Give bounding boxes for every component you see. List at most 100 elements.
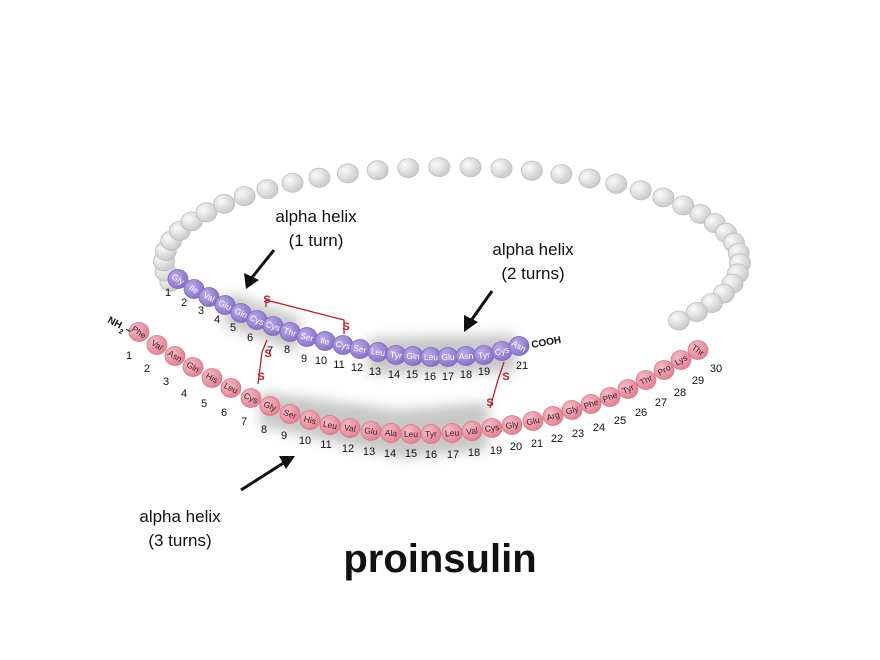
b-chain-residue-label: Leu (445, 427, 460, 438)
a-chain-residue-label: Ile (320, 335, 331, 347)
disulfide-a20-b19 (489, 361, 505, 409)
b-chain-residue-label: Val (466, 425, 479, 436)
b-chain-residue: Phe (599, 387, 621, 407)
callout-helix-1: alpha helix (1 turn) (244, 207, 357, 289)
b-chain-residue-label: Leu (404, 429, 419, 439)
b-chain-residue: Glu (522, 411, 544, 431)
b-chain-residue: Leu (400, 424, 422, 444)
a-chain-residue: Gln (230, 303, 252, 323)
b-position-number: 21 (531, 438, 543, 450)
arrowhead-helix-1 (244, 273, 259, 289)
callout-helix-2: alpha helix (2 turns) (464, 240, 574, 332)
a-position-number: 5 (230, 322, 236, 334)
a-chain-residue-label: Ser (353, 343, 368, 355)
a-position-number: 3 (198, 305, 204, 317)
b-chain-residue: Tyr (617, 379, 639, 399)
c-peptide-bead (397, 158, 420, 179)
a-position-number: 9 (301, 353, 307, 365)
c-peptide-loop (153, 157, 751, 331)
a-chain-residue-label: Leu (370, 346, 386, 358)
sulfur-label: S (502, 371, 509, 383)
b-chain-residue-label: Gly (262, 399, 278, 413)
b-position-number: 10 (299, 435, 311, 447)
a-chain-residue-label: Tyr (390, 349, 403, 360)
b-chain-residue-label: Gly (505, 419, 520, 431)
b-position-number: 16 (425, 449, 437, 461)
a-chain-residue: Asn (455, 346, 477, 366)
b-chain-residue: Leu (319, 415, 341, 435)
c-peptide-bead (490, 158, 513, 179)
svg-text:2: 2 (117, 328, 124, 336)
c-peptide-bead (195, 202, 218, 223)
svg-text:alpha helix: alpha helix (492, 240, 574, 259)
b-chain-residue-label: Glu (364, 425, 379, 437)
b-position-number: 23 (572, 428, 584, 440)
c-peptide-bead (281, 172, 304, 193)
a-position-number: 13 (369, 366, 381, 378)
b-chain-residue: Ala (380, 423, 402, 443)
a-chain-residue: Leu (367, 342, 389, 362)
b-position-number: 29 (692, 375, 704, 387)
c-peptide-bead (366, 160, 389, 181)
b-position-number: 3 (163, 376, 169, 388)
a-chain-residue: Cys (332, 335, 354, 355)
b-chain-residue: His (201, 368, 223, 388)
b-position-number: 4 (181, 388, 187, 400)
c-peptide-bead (233, 186, 256, 207)
a-position-number: 19 (478, 366, 490, 378)
b-chain-residue: Phe (128, 322, 150, 342)
a-chain-residue-label: Cys (264, 319, 281, 333)
b-chain-residue: Cys (240, 388, 262, 408)
sulfur-label: S (263, 294, 270, 306)
c-peptide-bead (459, 157, 482, 178)
diagram-title: proinsulin (343, 537, 536, 581)
a-chain-residue: Gly (167, 269, 189, 289)
b-chain-residue: Gln (182, 357, 204, 377)
b-position-number: 7 (241, 416, 247, 428)
b-position-number: 11 (320, 439, 331, 451)
svg-text:(2 turns): (2 turns) (501, 264, 564, 283)
a-chain-residue: Ser (296, 327, 318, 347)
b-chain-residue-label: His (303, 414, 317, 427)
b-chain-residue-label: Leu (322, 419, 338, 432)
disulfide-a6-a11 (265, 299, 345, 334)
b-chain-residue: Val (461, 421, 483, 441)
b-position-number: 6 (221, 407, 227, 419)
b-chain-residue-label: Tyr (621, 382, 636, 396)
svg-text:(3 turns): (3 turns) (148, 531, 211, 550)
b-position-number: 14 (384, 448, 396, 460)
b-position-number: 20 (510, 441, 522, 453)
svg-text:–: – (123, 324, 133, 337)
b-chain-residue: Tyr (420, 424, 442, 444)
a-chain-residue-label: Thr (282, 325, 297, 338)
b-position-number: 26 (635, 407, 647, 419)
b-position-number: 28 (674, 387, 686, 399)
b-chain-residue: Gly (561, 400, 583, 420)
c-peptide-bead (629, 180, 652, 201)
c-peptide-bead (550, 164, 573, 185)
b-position-number: 15 (405, 448, 417, 460)
c-peptide-bead (256, 179, 279, 200)
a-position-number: 10 (315, 355, 327, 367)
b-chain-residue-label: Cys (484, 422, 500, 434)
b-chain-residue-label: Phe (582, 397, 600, 411)
sulfur-label: S (486, 397, 493, 409)
b-chain-residue-label: Ala (384, 428, 397, 439)
a-chain-residue: Ser (349, 339, 371, 359)
b-chain-residue-label: Arg (545, 409, 561, 422)
a-chain-residue: Tyr (473, 345, 495, 365)
b-position-number: 9 (281, 430, 287, 442)
a-chain-residue-label: Tyr (477, 349, 490, 361)
b-chain-residue: Phe (580, 394, 602, 414)
a-chain-residue: Cys (262, 316, 284, 336)
a-chain-residue: Asn (508, 336, 530, 356)
a-position-number: 12 (351, 362, 363, 374)
b-chain-residue-label: Tyr (425, 429, 437, 439)
sulfur-label: S (257, 371, 264, 383)
a-position-number: 16 (424, 371, 436, 383)
b-chain-residue: Arg (542, 406, 564, 426)
a-position-number: 2 (181, 297, 187, 309)
